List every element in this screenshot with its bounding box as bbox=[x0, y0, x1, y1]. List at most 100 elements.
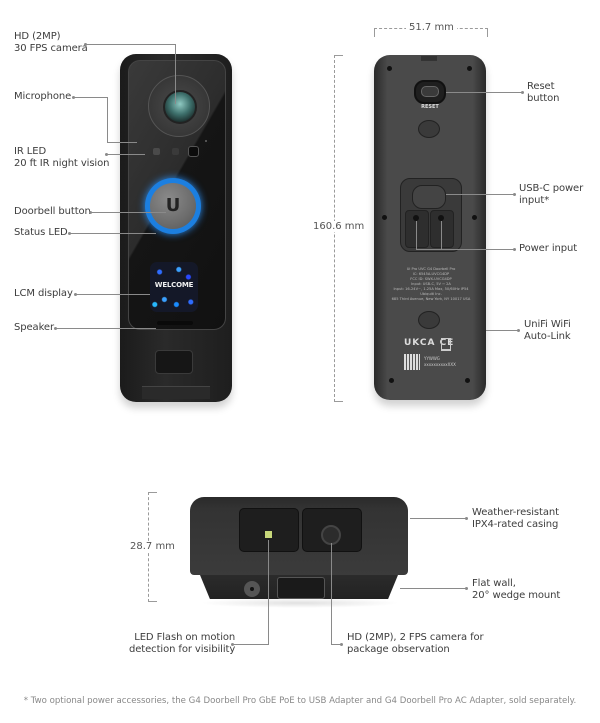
unifi-logo-icon: U bbox=[165, 195, 181, 216]
terminal-screw-icon bbox=[438, 215, 444, 221]
screw-icon bbox=[389, 378, 394, 383]
sensor-icon bbox=[188, 146, 199, 157]
flash-window bbox=[239, 508, 299, 552]
leader-line bbox=[233, 644, 269, 645]
leader-line bbox=[331, 543, 332, 644]
leader-line bbox=[74, 97, 107, 98]
leader-dot bbox=[68, 232, 71, 235]
callout-line: Flat wall, bbox=[472, 578, 516, 589]
led-flash-icon bbox=[265, 531, 272, 538]
leader-line bbox=[107, 142, 137, 143]
leader-line bbox=[331, 644, 341, 645]
fine-print-line: IC: 6545A-UVCG4DP bbox=[412, 272, 450, 276]
wifi-link-plug-icon bbox=[418, 311, 440, 329]
callout-line: input* bbox=[519, 195, 550, 206]
lcm-display-text: WELCOME bbox=[154, 281, 194, 289]
microphone-hole-icon bbox=[205, 140, 207, 142]
fine-print-line: FCC ID: SWX-UVCG4DP bbox=[410, 277, 452, 281]
lcm-display bbox=[150, 262, 198, 312]
callout-line: HD (2MP) bbox=[14, 31, 61, 42]
leader-line bbox=[76, 294, 150, 295]
leader-line bbox=[86, 44, 176, 45]
callout-doorbell-button: Doorbell button bbox=[14, 206, 91, 218]
leader-line bbox=[107, 154, 145, 155]
callout-wedge-mount: Flat wall, 20° wedge mount bbox=[472, 578, 560, 602]
front-base bbox=[142, 386, 210, 399]
leader-dot bbox=[340, 643, 343, 646]
callout-line: IR LED bbox=[14, 146, 47, 157]
leader-dot bbox=[465, 587, 468, 590]
reset-button-inner bbox=[421, 86, 439, 97]
footnote: * Two optional power accessories, the G4… bbox=[23, 696, 577, 706]
callout-line: detection for visibility bbox=[129, 644, 236, 655]
height-dimension-label: 160.6 mm bbox=[310, 221, 368, 232]
leader-line bbox=[400, 588, 466, 589]
callout-line: Power input bbox=[519, 243, 578, 254]
callout-line: Reset bbox=[527, 81, 555, 92]
leader-line bbox=[441, 221, 442, 249]
leader-dot bbox=[54, 327, 57, 330]
callout-line: Doorbell button bbox=[14, 206, 91, 217]
top-tab bbox=[421, 56, 437, 61]
speaker-grille-icon bbox=[157, 321, 193, 325]
doorbell-button bbox=[150, 183, 196, 229]
screw-icon bbox=[382, 215, 387, 220]
serial-text: YYWWG xxxxxxxxxxXXX bbox=[424, 356, 456, 368]
screw-icon bbox=[465, 378, 470, 383]
bottom-port bbox=[277, 577, 325, 599]
leader-line bbox=[268, 540, 269, 644]
leader-line bbox=[416, 221, 417, 249]
callout-status-led: Status LED bbox=[14, 227, 68, 239]
camera-lens-icon bbox=[163, 90, 197, 124]
leader-line bbox=[486, 330, 518, 331]
leader-dot bbox=[231, 643, 234, 646]
callout-reset-button: Reset button bbox=[527, 81, 559, 105]
leader-dot bbox=[84, 43, 87, 46]
callout-line: Microphone bbox=[14, 91, 72, 102]
screw-icon bbox=[387, 66, 392, 71]
screw-icon bbox=[472, 215, 477, 220]
shadow bbox=[200, 598, 400, 608]
callout-package-camera: HD (2MP), 2 FPS camera for package obser… bbox=[347, 632, 484, 656]
serial-line: xxxxxxxxxxXXX bbox=[424, 362, 456, 367]
screw-icon bbox=[467, 66, 472, 71]
leader-line bbox=[70, 233, 156, 234]
callout-line: LED Flash on motion bbox=[134, 632, 236, 643]
fine-print-line: Ubiquiti Inc. bbox=[420, 292, 442, 296]
callout-power-input: Power input bbox=[519, 243, 577, 255]
leader-dot bbox=[517, 329, 520, 332]
leader-line bbox=[56, 328, 156, 329]
callout-line: IPX4-rated casing bbox=[472, 519, 559, 530]
reset-label: RESET bbox=[421, 104, 439, 110]
leader-dot bbox=[89, 211, 92, 214]
fine-print-line: 685 Third Avenue, New York, NY 10017 USA bbox=[391, 297, 471, 301]
front-lower-window bbox=[155, 350, 193, 374]
callout-line: Status LED bbox=[14, 227, 68, 238]
leader-dot bbox=[72, 96, 75, 99]
terminal-screw-icon bbox=[413, 215, 419, 221]
ir-led-icon bbox=[172, 148, 179, 155]
callout-line: 20 ft IR night vision bbox=[14, 158, 110, 169]
callout-weather-resistant-casing: Weather-resistant IPX4-rated casing bbox=[472, 507, 559, 531]
leader-dot bbox=[513, 193, 516, 196]
ir-led-icon bbox=[153, 148, 160, 155]
fine-print-line: Input: 16-24V~, 1.25A Max, 50/60Hz IP54 bbox=[393, 287, 469, 291]
leader-line bbox=[446, 92, 522, 93]
callout-line: USB-C power bbox=[519, 183, 584, 194]
callout-line: button bbox=[527, 93, 560, 104]
package-cam-height-label: 28.7 mm bbox=[127, 541, 178, 552]
usb-c-port-cover bbox=[412, 185, 446, 209]
leader-line bbox=[175, 44, 176, 104]
leader-line bbox=[107, 97, 108, 142]
leader-dot bbox=[521, 91, 524, 94]
leader-dot bbox=[465, 517, 468, 520]
plug-icon bbox=[418, 120, 440, 138]
callout-usb-c-power-input: USB-C power input* bbox=[519, 183, 583, 207]
leader-line bbox=[410, 518, 466, 519]
fine-print-line: Input: USB-C, 5V ⎓ 2A bbox=[411, 282, 451, 286]
callout-line: Weather-resistant bbox=[472, 507, 559, 518]
serial-line: YYWWG bbox=[424, 356, 440, 361]
callout-camera: HD (2MP) 30 FPS camera bbox=[14, 31, 88, 55]
leader-dot bbox=[74, 293, 77, 296]
callout-wifi-auto-link: UniFi WiFi Auto-Link bbox=[524, 319, 571, 343]
